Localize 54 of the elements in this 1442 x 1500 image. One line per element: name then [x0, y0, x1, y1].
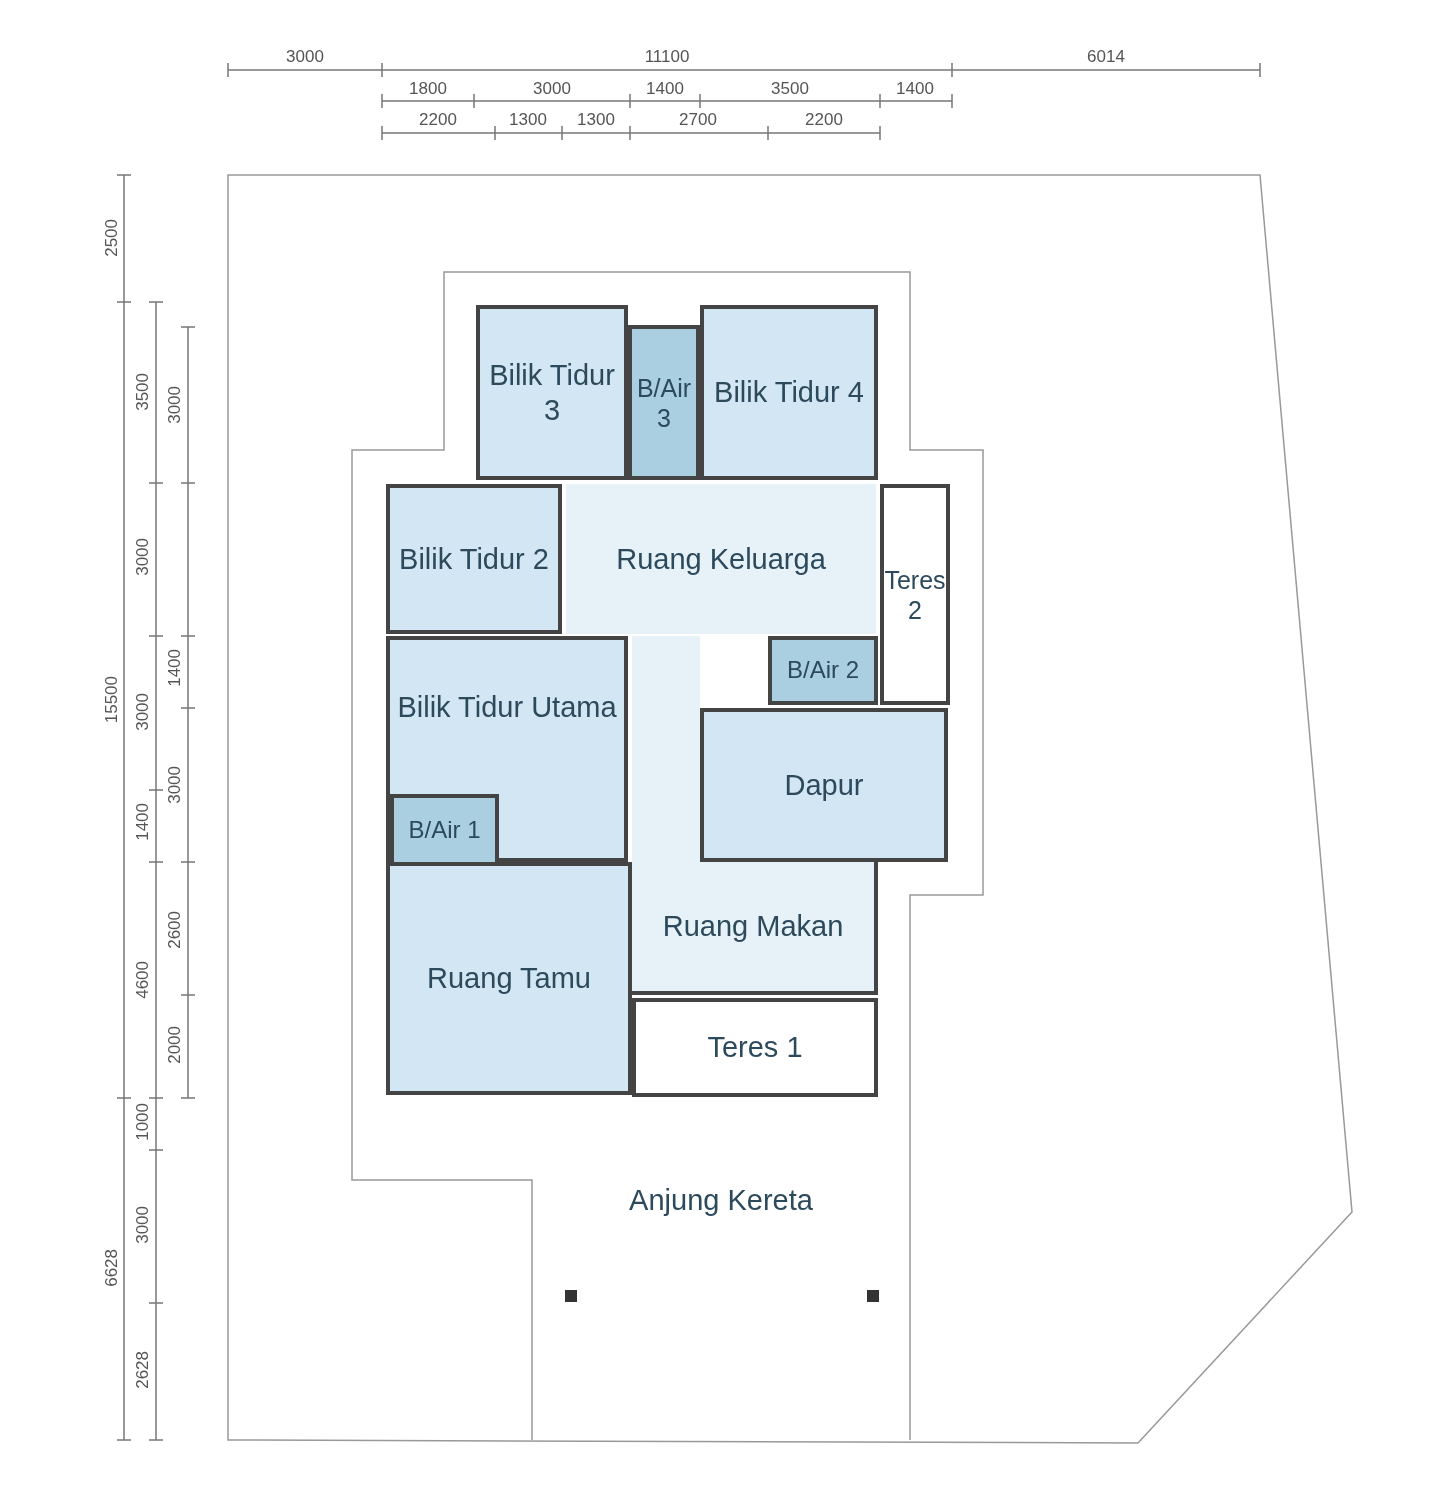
room-label: Ruang Keluarga — [616, 541, 826, 577]
dimension-label: 1400 — [646, 79, 684, 99]
dimension-label: 1400 — [133, 803, 153, 841]
room-label: B/Air 1 — [408, 815, 481, 845]
dimension-label: 1300 — [509, 110, 547, 130]
dimension-label: 3500 — [133, 373, 153, 411]
dimension-label: 3000 — [165, 386, 185, 424]
dimension-label: 2200 — [419, 110, 457, 130]
dimension-label: 3000 — [286, 47, 324, 67]
room-label: Teres 2 — [884, 564, 946, 625]
room-area — [700, 305, 878, 480]
room-label: Ruang Makan — [662, 909, 844, 944]
room-area — [476, 305, 628, 480]
room-label: Anjung Kereta — [629, 1182, 813, 1218]
dimension-label: 2000 — [165, 1026, 185, 1064]
room-area — [632, 862, 878, 995]
dimension-label: 2200 — [805, 110, 843, 130]
dimension-label: 4600 — [133, 961, 153, 999]
dimension-label: 1400 — [165, 649, 185, 687]
dimension-label: 2600 — [165, 911, 185, 949]
dimension-label: 3000 — [165, 766, 185, 804]
room-label: B/Air 2 — [787, 656, 859, 685]
room-area — [566, 484, 876, 634]
room-area — [386, 484, 562, 634]
dimension-label: 1800 — [409, 79, 447, 99]
dimension-label: 1000 — [133, 1103, 153, 1141]
dimension-label: 6628 — [102, 1249, 122, 1287]
room-label: Ruang Tamu — [427, 961, 591, 996]
room-area — [386, 862, 632, 1095]
room-area — [880, 484, 950, 705]
room-label: B/Air 3 — [636, 372, 692, 433]
dimension-label: 3000 — [133, 693, 153, 731]
room-label: Bilik Tidur Utama — [397, 690, 617, 725]
room-label: Bilik Tidur 2 — [399, 541, 549, 577]
dimension-label: 1300 — [577, 110, 615, 130]
room-area — [700, 708, 948, 862]
room-area — [386, 636, 628, 862]
room-label: Bilik Tidur 4 — [714, 375, 864, 410]
room-label: Teres 1 — [707, 1030, 803, 1065]
dimension-label: 1400 — [896, 79, 934, 99]
room-label: Dapur — [784, 767, 864, 803]
dimension-label: 3000 — [533, 79, 571, 99]
dimension-label: 3000 — [133, 1206, 153, 1244]
room-label: Bilik Tidur 3 — [488, 357, 616, 428]
dimension-label: 3000 — [133, 538, 153, 576]
dimension-label: 3500 — [771, 79, 809, 99]
room-area — [768, 636, 878, 705]
dimension-label: 6014 — [1087, 47, 1125, 67]
dimension-label: 2628 — [133, 1351, 153, 1389]
dimension-label: 2500 — [102, 219, 122, 257]
dimension-label: 15500 — [102, 676, 122, 724]
dimension-label: 2700 — [679, 110, 717, 130]
room-area — [632, 998, 878, 1097]
dimension-label: 11100 — [644, 47, 690, 67]
